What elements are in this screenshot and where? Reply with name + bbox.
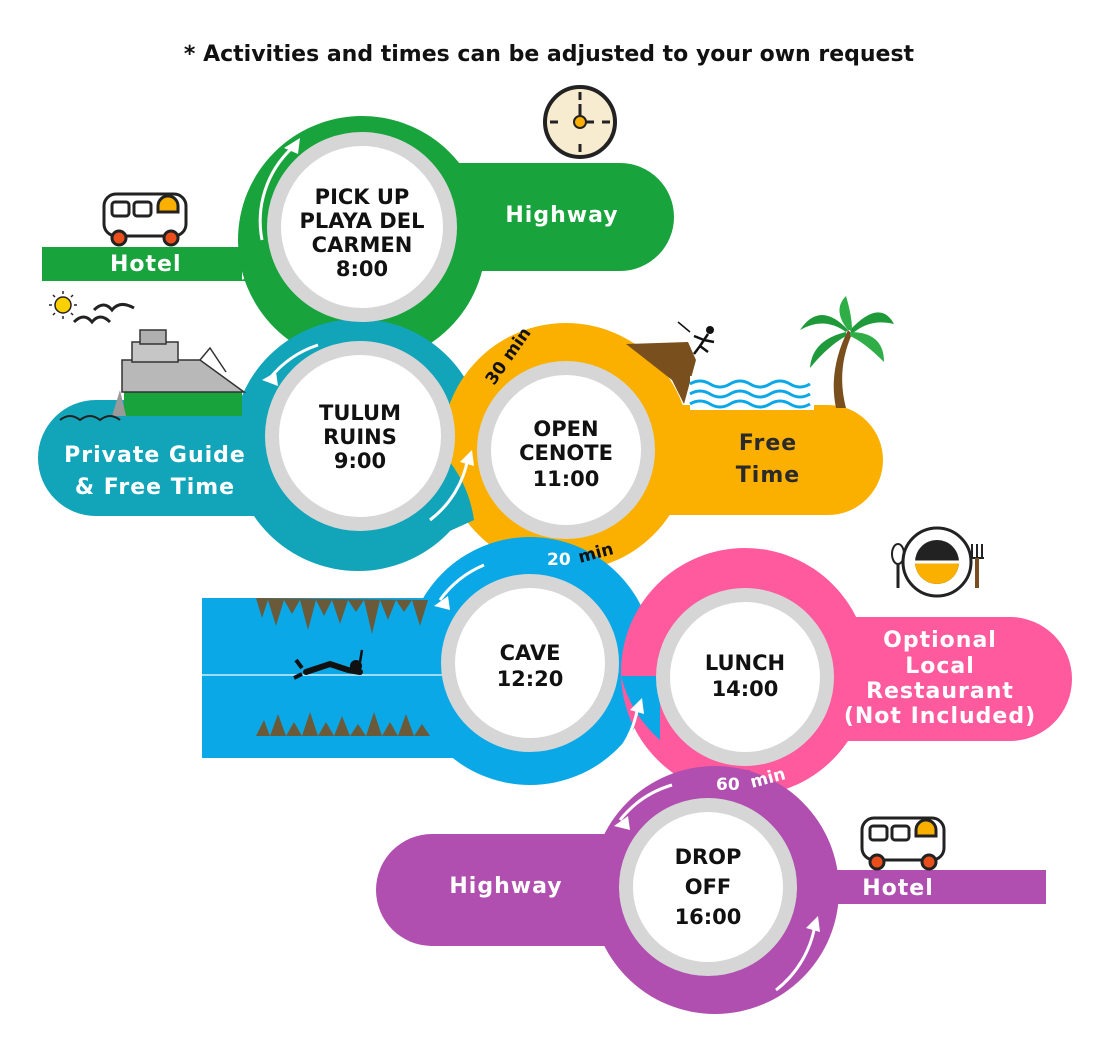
bus-icon xyxy=(860,816,946,871)
label-highway-2: Highway xyxy=(449,874,562,899)
duration-20-num: 20 xyxy=(547,550,571,570)
pyramid-icon xyxy=(59,329,247,422)
label-hotel-end: Hotel xyxy=(862,876,934,901)
adjust-note: * Activities and times can be adjusted t… xyxy=(183,42,915,67)
hotel-road-end xyxy=(830,870,1046,904)
cave-rocks xyxy=(256,598,430,736)
sun-icon xyxy=(49,291,77,319)
duration-60-num: 60 xyxy=(716,775,740,795)
label-hotel-start: Hotel xyxy=(110,252,182,277)
snorkeler-icon xyxy=(293,649,364,680)
birds-icon xyxy=(72,303,135,325)
cliff-diver-icon xyxy=(626,321,814,410)
hotel-road xyxy=(42,247,242,281)
bus-icon xyxy=(102,192,188,247)
label-guide: Private Guide& Free Time xyxy=(64,443,246,500)
plate-cutlery-icon xyxy=(891,526,984,598)
clock-icon xyxy=(543,85,617,159)
palm-tree-icon xyxy=(800,296,894,408)
label-highway-1: Highway xyxy=(505,203,618,228)
